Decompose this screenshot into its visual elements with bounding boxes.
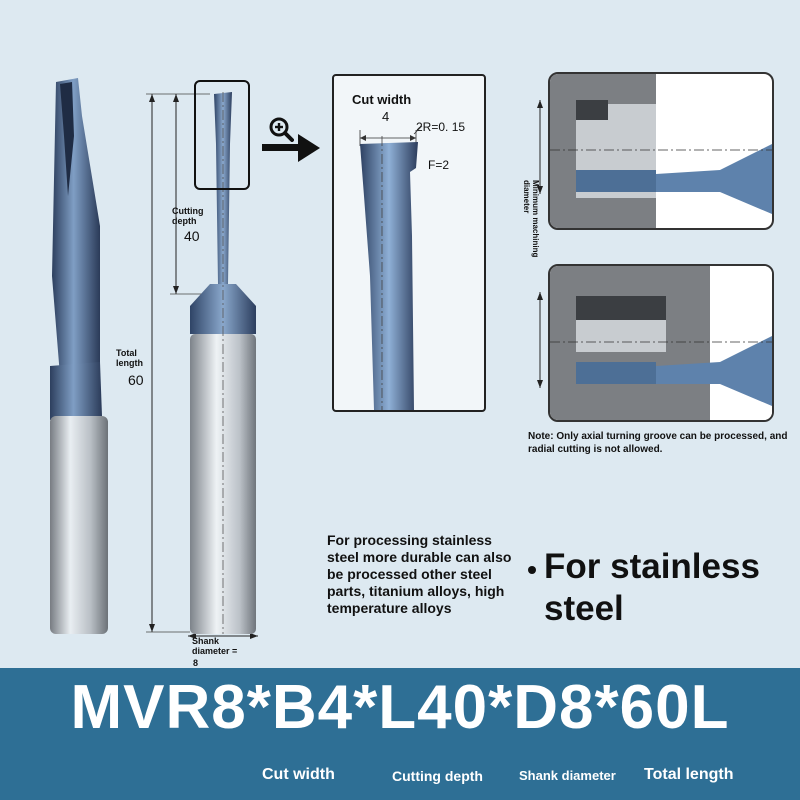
cutting-depth-value: 40 [184,228,200,244]
code-label-total-length: Total length [644,766,734,783]
cutting-tip-drawing [359,125,423,410]
zoom-in-icon [269,117,294,142]
groove-diagram-top [548,72,774,230]
cutting-depth-label: Cutting depth [172,206,204,226]
zoom-region-box [194,80,250,190]
cut-width-label: Cut width [352,92,412,107]
headline: For stainless steel [544,547,760,628]
model-code-band [0,668,800,800]
code-label-shank-diameter: Shank diameter [519,768,616,783]
chamfer-label: F=2 [428,158,450,172]
total-length-value: 60 [128,372,144,388]
axial-groove-note: Note: Only axial turning groove can be p… [528,431,788,455]
groove-diagram-bottom [548,264,774,422]
total-length-label: Total length [116,348,143,368]
code-label-cut-width: Cut width [262,766,335,783]
cut-width-detail-box: Cut width 4 2R=0. 15 F=2 [332,74,486,412]
arrow-right-icon [262,134,320,162]
tool-side-view [190,92,256,634]
min-diameter-arrows [537,100,543,388]
headline-bullet [528,566,536,574]
material-description: For processing stainless steel more dura… [327,532,512,616]
cut-width-value: 4 [382,109,390,124]
model-code: MVR8*B4*L40*D8*60L [70,673,730,742]
shank-diameter-label: Shank diameter = [192,636,238,656]
min-diameter-label: Minimum machining diameter [522,180,540,258]
corner-radius-label: 2R=0. 15 [416,120,466,134]
shank-diameter-value: 8 [193,658,199,668]
code-label-cutting-depth: Cutting depth [392,768,483,784]
tool-perspective-image [50,78,108,634]
dimension-lines [146,93,258,639]
